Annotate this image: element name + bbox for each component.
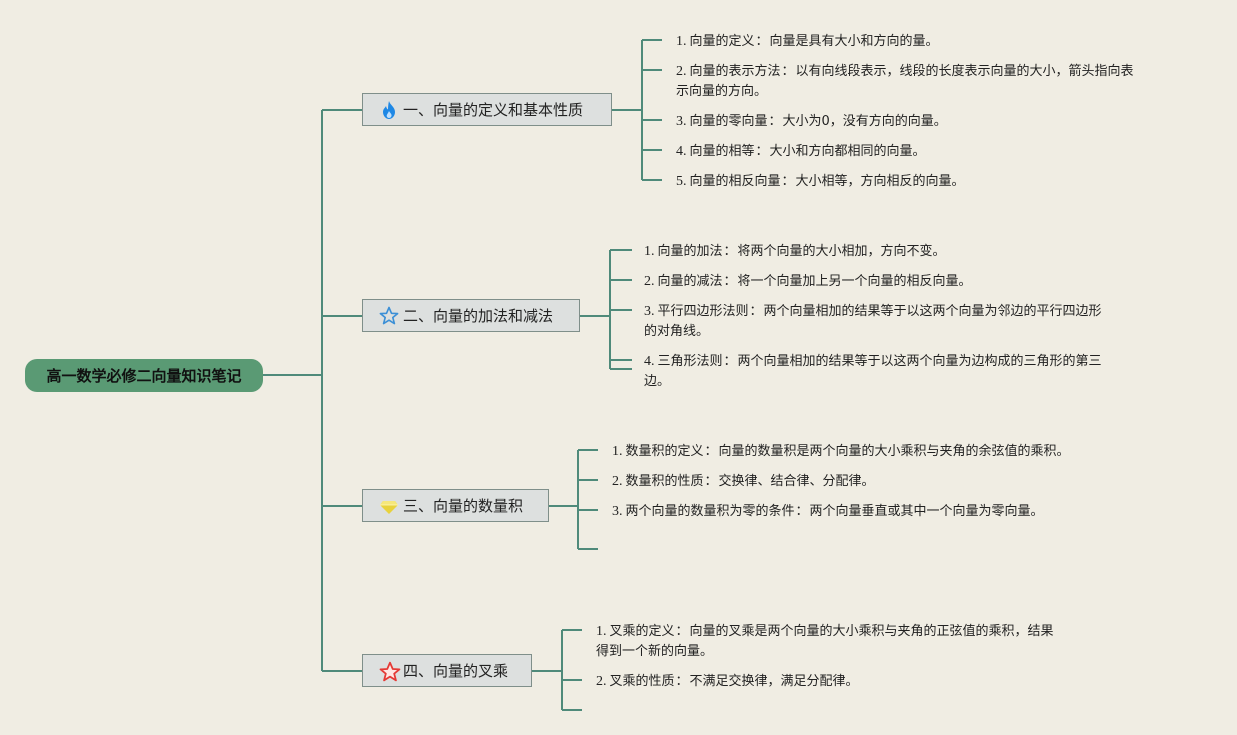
branch-label: 四、向量的叉乘 <box>403 662 509 680</box>
branch-node-definition[interactable]: 一、向量的定义和基本性质 <box>362 93 612 126</box>
star-red-icon <box>379 661 401 681</box>
leaf-item: 4.三角形法则：两个向量相加的结果等于以这两个向量为边构成的三角形的第三 边。 <box>644 354 1102 389</box>
leaf-item: 3.平行四边形法则：两个向量相加的结果等于以这两个向量为邻边的平行四边形 的对角… <box>644 304 1102 339</box>
leaf-item: 1.向量的定义：向量是具有大小和方向的量。 <box>676 34 939 49</box>
leaf-item: 3.两个向量的数量积为零的条件：两个向量垂直或其中一个向量为零向量。 <box>612 504 1044 519</box>
flame-icon <box>379 100 399 120</box>
branch-node-cross-product[interactable]: 四、向量的叉乘 <box>362 654 532 687</box>
branch-label: 一、向量的定义和基本性质 <box>403 101 584 119</box>
star-outline-icon <box>379 306 399 326</box>
leaf-item: 1.数量积的定义：向量的数量积是两个向量的大小乘积与夹角的余弦值的乘积。 <box>612 444 1070 459</box>
leaf-item: 5.向量的相反向量：大小相等，方向相反的向量。 <box>676 174 965 189</box>
root-node[interactable]: 高一数学必修二向量知识笔记 <box>25 359 263 392</box>
branch-label: 二、向量的加法和减法 <box>403 307 554 325</box>
leaf-item: 2.叉乘的性质：不满足交换律，满足分配律。 <box>596 674 859 689</box>
leaf-item: 2.向量的减法：将一个向量加上另一个向量的相反向量。 <box>644 274 972 289</box>
branch-label: 三、向量的数量积 <box>403 497 524 515</box>
branch-node-dot-product[interactable]: 三、向量的数量积 <box>362 489 549 522</box>
branch-node-addition[interactable]: 二、向量的加法和减法 <box>362 299 580 332</box>
leaf-item: 2.数量积的性质：交换律、结合律、分配律。 <box>612 474 875 489</box>
leaf-item: 1.叉乘的定义：向量的叉乘是两个向量的大小乘积与夹角的正弦值的乘积，结果 得到一… <box>596 624 1054 659</box>
leaf-item: 3.向量的零向量：大小为0，没有方向的向量。 <box>676 114 947 129</box>
leaf-item: 2.向量的表示方法：以有向线段表示，线段的长度表示向量的大小，箭头指向表 示向量… <box>676 64 1134 99</box>
leaf-item: 1.向量的加法：将两个向量的大小相加，方向不变。 <box>644 244 946 259</box>
leaf-item: 4.向量的相等：大小和方向都相同的向量。 <box>676 144 926 159</box>
root-title: 高一数学必修二向量知识笔记 <box>46 367 242 385</box>
diamond-icon <box>379 496 399 516</box>
